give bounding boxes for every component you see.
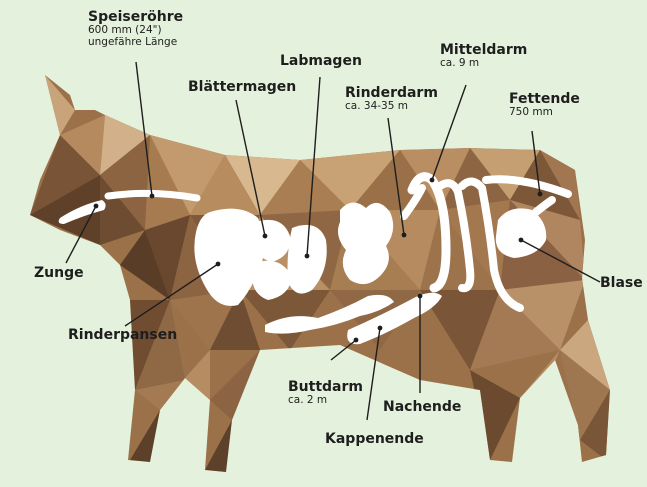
label-buttdarm-length: ca. 2 m xyxy=(288,395,363,407)
label-rinderpansen: Rinderpansen xyxy=(68,328,177,343)
label-speiseroehre-title: Speiseröhre xyxy=(88,10,183,25)
label-buttdarm-title: Buttdarm xyxy=(288,380,363,395)
label-nachende-title: Nachende xyxy=(383,400,461,415)
label-buttdarm: Buttdarm ca. 2 m xyxy=(288,380,363,407)
label-mitteldarm: Mitteldarm ca. 9 m xyxy=(440,43,527,70)
label-fettende-length: 750 mm xyxy=(509,107,580,119)
label-blaettermagen-title: Blättermagen xyxy=(188,80,296,95)
label-kappenende-title: Kappenende xyxy=(325,432,424,447)
label-blase-title: Blase xyxy=(600,276,643,291)
label-fettende: Fettende 750 mm xyxy=(509,92,580,119)
label-rinderdarm: Rinderdarm ca. 34-35 m xyxy=(345,86,438,113)
label-rinderdarm-title: Rinderdarm xyxy=(345,86,438,101)
label-mitteldarm-title: Mitteldarm xyxy=(440,43,527,58)
label-blase: Blase xyxy=(600,276,643,291)
label-rinderdarm-length: ca. 34-35 m xyxy=(345,101,438,113)
label-nachende: Nachende xyxy=(383,400,461,415)
label-labmagen: Labmagen xyxy=(280,54,362,69)
label-speiseroehre: Speiseröhre 600 mm (24") ungefähre Länge xyxy=(88,10,183,48)
label-zunge-title: Zunge xyxy=(34,266,84,281)
label-blaettermagen: Blättermagen xyxy=(188,80,296,95)
label-speiseroehre-note: ungefähre Länge xyxy=(88,37,183,49)
label-rinderpansen-title: Rinderpansen xyxy=(68,328,177,343)
label-fettende-title: Fettende xyxy=(509,92,580,107)
label-mitteldarm-length: ca. 9 m xyxy=(440,58,527,70)
label-zunge: Zunge xyxy=(34,266,84,281)
label-kappenende: Kappenende xyxy=(325,432,424,447)
label-labmagen-title: Labmagen xyxy=(280,54,362,69)
